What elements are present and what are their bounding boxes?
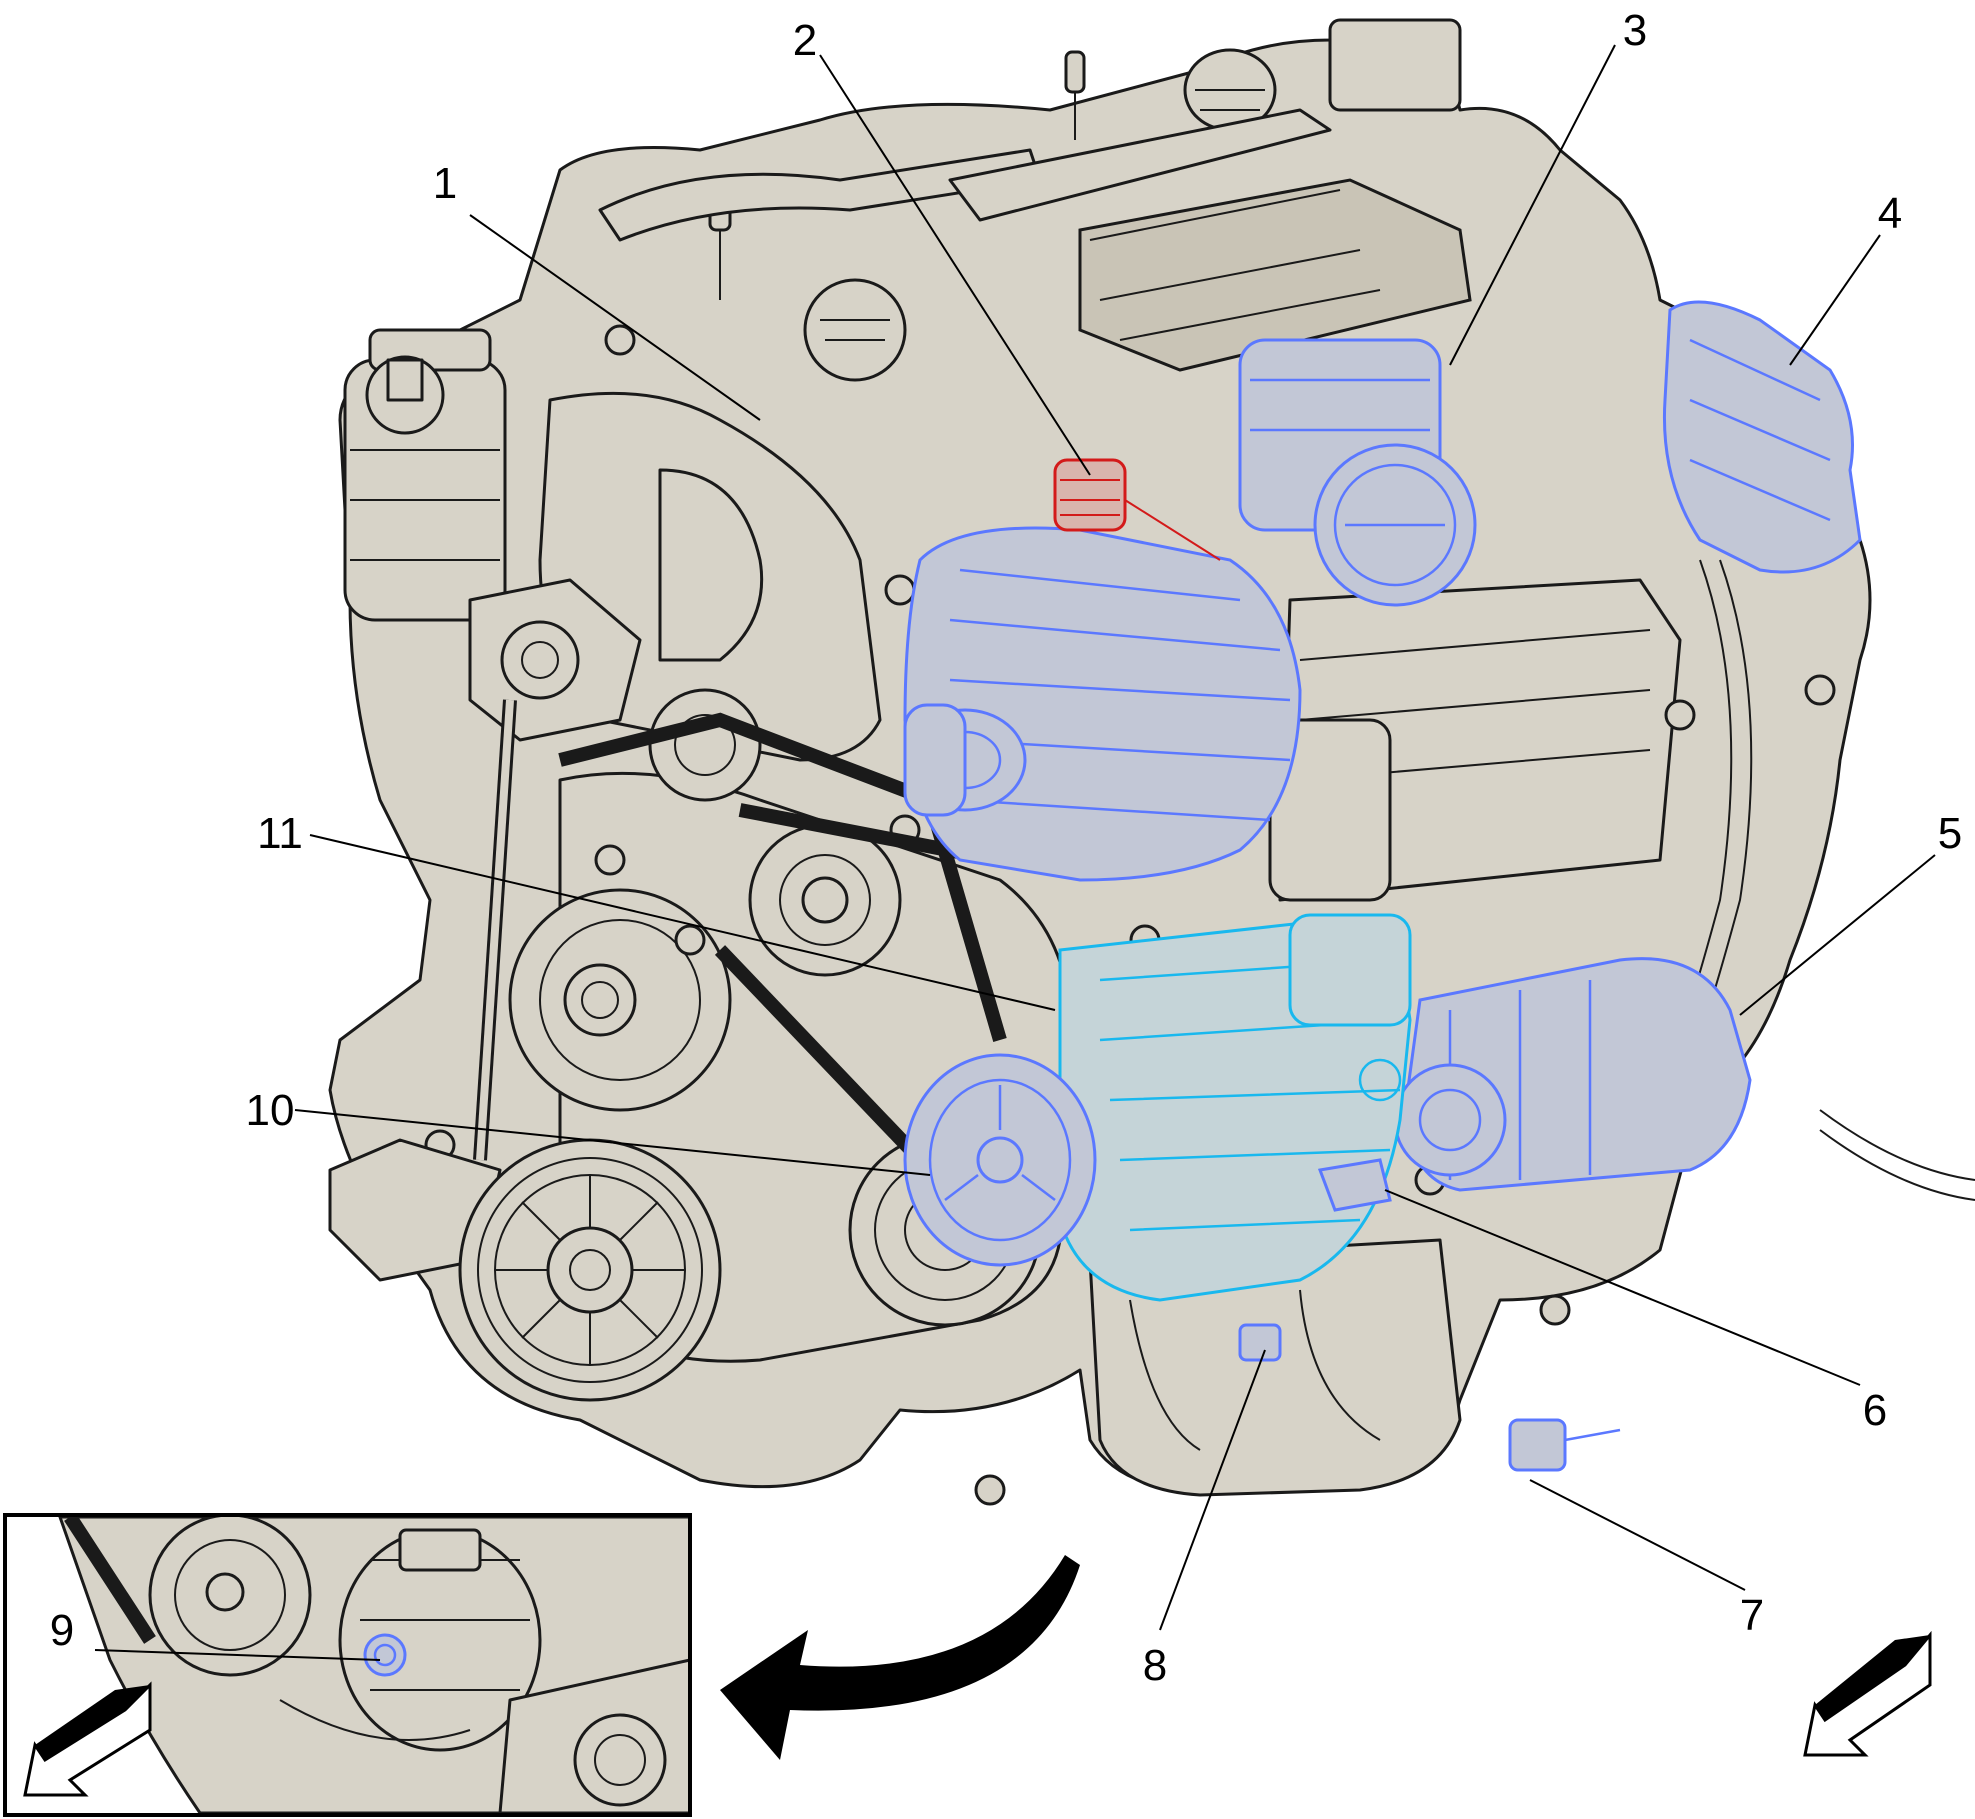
view-direction-arrow-icon [1803, 1630, 1932, 1757]
callout-7: 7 [1740, 1591, 1764, 1640]
callout-9: 9 [50, 1606, 74, 1655]
callout-1: 1 [433, 159, 457, 208]
starter-highlight [1393, 957, 1752, 1192]
curved-detail-arrow-icon [720, 1555, 1080, 1760]
callout-10: 10 [246, 1086, 295, 1135]
drive-belt [473, 699, 1007, 1175]
callout-4: 4 [1878, 189, 1902, 238]
callout-8: 8 [1143, 1641, 1167, 1690]
sensor-4-highlight [1662, 300, 1862, 574]
callout-2: 2 [793, 16, 817, 65]
generator-highlight [903, 526, 1302, 882]
leader-lines [94, 44, 1936, 1661]
throttle-body-highlight [1238, 338, 1477, 607]
inset-detail-view [3, 1513, 692, 1817]
callout-labels: 1 2 3 4 5 6 7 8 9 10 11 [50, 6, 1962, 1690]
callout-5: 5 [1938, 809, 1962, 858]
callout-3: 3 [1623, 6, 1647, 55]
red-sensor-highlight [1053, 458, 1221, 561]
fastener-bolts [424, 324, 1836, 1506]
crankshaft-balancer [458, 1138, 722, 1402]
callout-11: 11 [257, 809, 303, 858]
ac-compressor-highlight [903, 913, 1412, 1302]
small-blue-components [1238, 1158, 1621, 1472]
callout-6: 6 [1863, 1386, 1887, 1435]
inset-view-arrow-icon [23, 1681, 152, 1797]
